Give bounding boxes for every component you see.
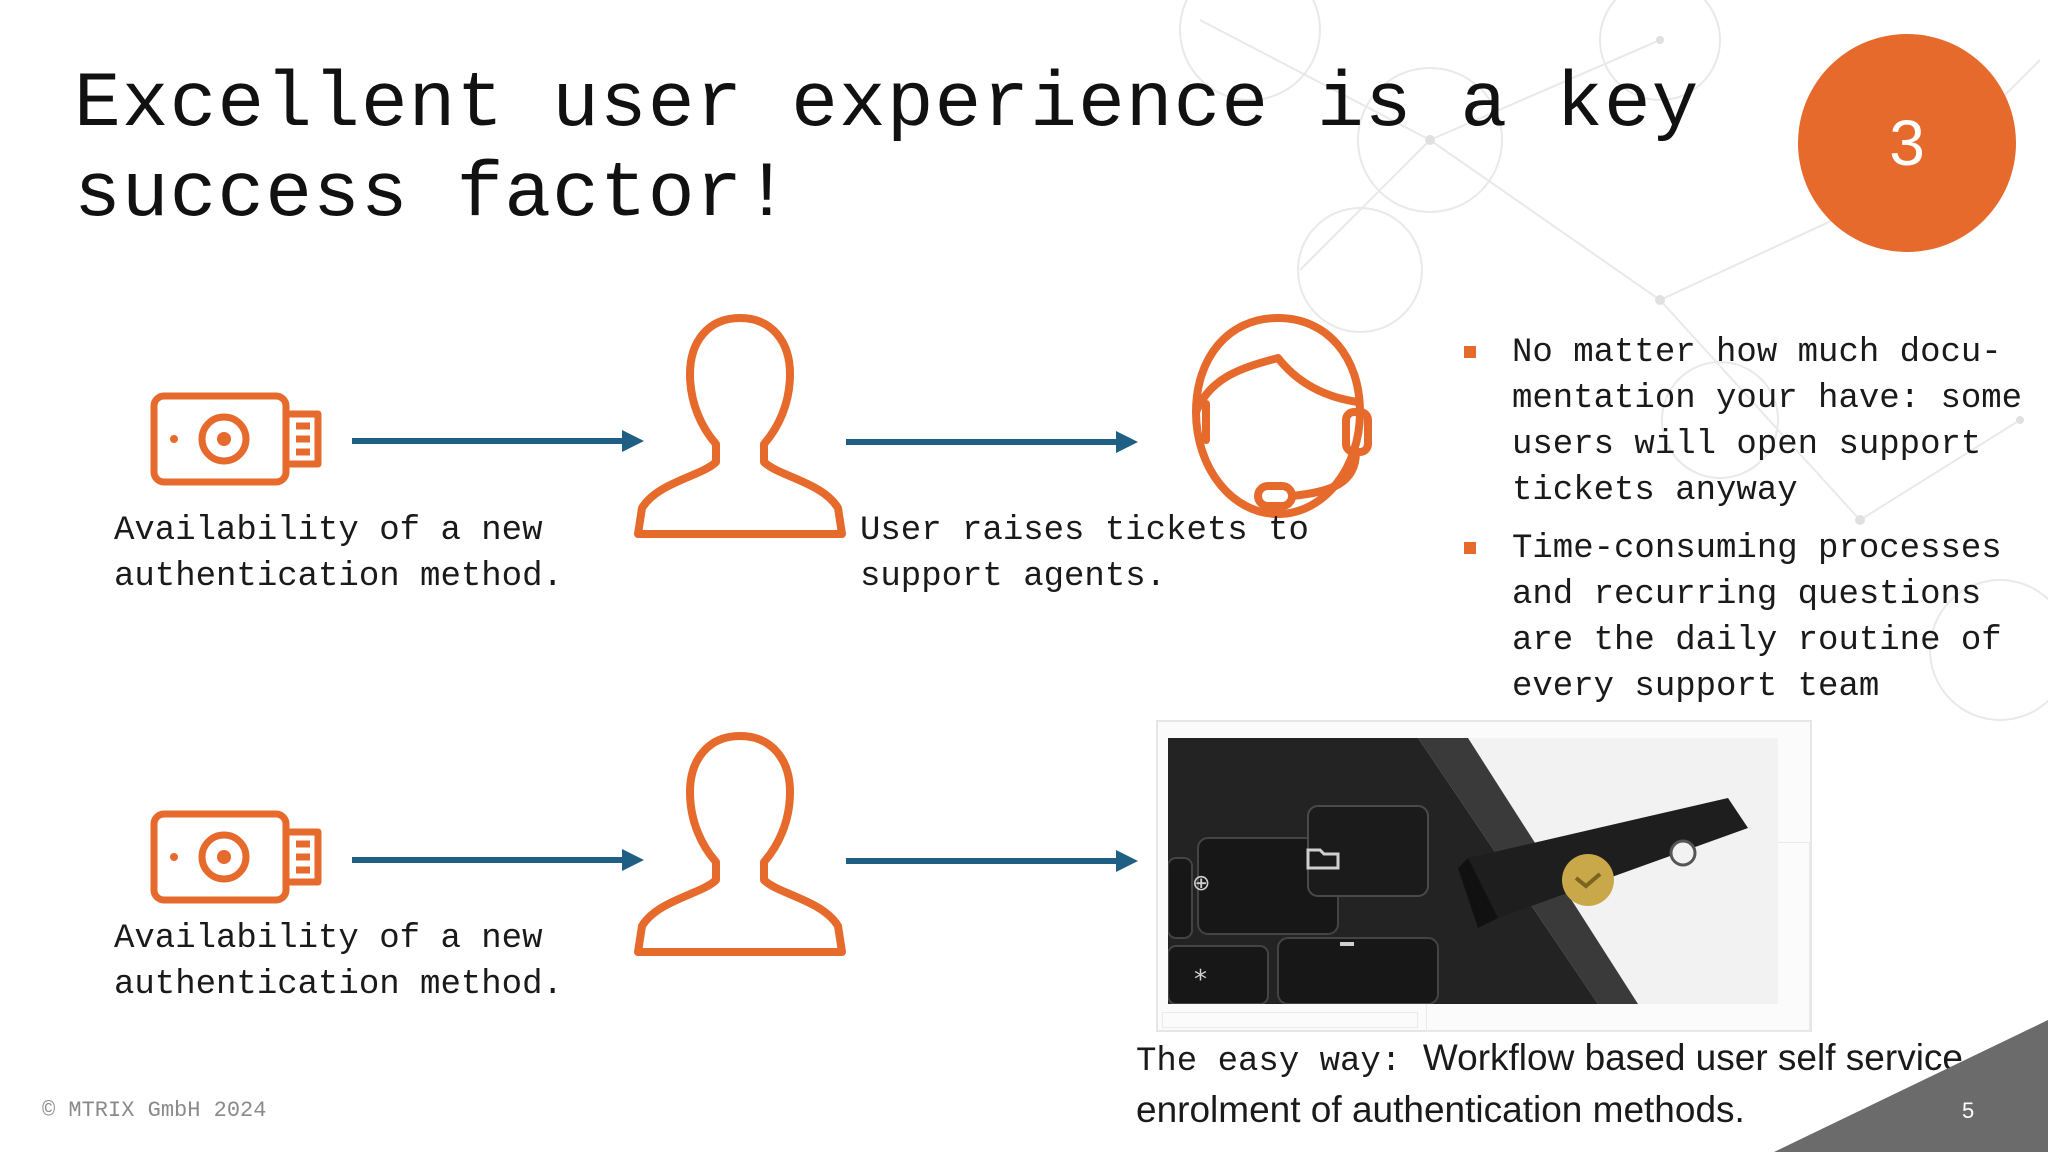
bullet-list: No matter how much docu-mentation your h… <box>1464 330 2024 722</box>
easy-way-prefix: The easy way: <box>1136 1043 1402 1081</box>
caption-availability-bottom: Availability of a new authentication met… <box>114 920 563 1004</box>
easy-way-caption: The easy way: Workflow based user self s… <box>1136 1034 2036 1137</box>
badge-number: 3 <box>1889 107 1925 179</box>
page-number: 5 <box>1962 1098 1975 1123</box>
frame-panel <box>1162 1012 1418 1028</box>
flow-arrow-3 <box>352 849 644 871</box>
slide-title: Excellent user experience is a key succe… <box>74 61 1700 239</box>
caption-availability-top: Availability of a new authentication met… <box>114 512 563 596</box>
bullet-square-icon <box>1464 346 1476 358</box>
slide-number-badge: 3 <box>1798 34 2016 252</box>
bullet-text: Time-consuming processes and recurring q… <box>1512 530 2002 706</box>
footer-corner-triangle <box>1774 1020 2048 1152</box>
flow-arrow-2 <box>846 431 1138 453</box>
user-icon <box>634 732 846 956</box>
bullet-text: No matter how much docu-mentation your h… <box>1512 334 2023 510</box>
bullet-square-icon <box>1464 542 1476 554</box>
easy-way-text: Workflow based user self service enrolme… <box>1136 1037 1963 1130</box>
copyright-footer: © MTRIX GmbH 2024 <box>42 1098 267 1123</box>
svg-text:*: * <box>1194 965 1207 995</box>
security-key-icon <box>150 392 322 486</box>
security-key-icon <box>150 810 322 904</box>
flow-arrow-1 <box>352 430 644 452</box>
support-agent-headset-icon <box>1192 314 1372 518</box>
bullet-item: Time-consuming processes and recurring q… <box>1464 526 2024 710</box>
bullet-item: No matter how much docu-mentation your h… <box>1464 330 2024 514</box>
caption-user-raises-tickets: User raises tickets to support agents. <box>860 512 1309 596</box>
user-icon <box>634 314 846 538</box>
svg-text:⊕: ⊕ <box>1192 871 1210 896</box>
security-key-laptop-photo: ⊕ * <box>1168 738 1778 1004</box>
flow-arrow-4 <box>846 850 1138 872</box>
